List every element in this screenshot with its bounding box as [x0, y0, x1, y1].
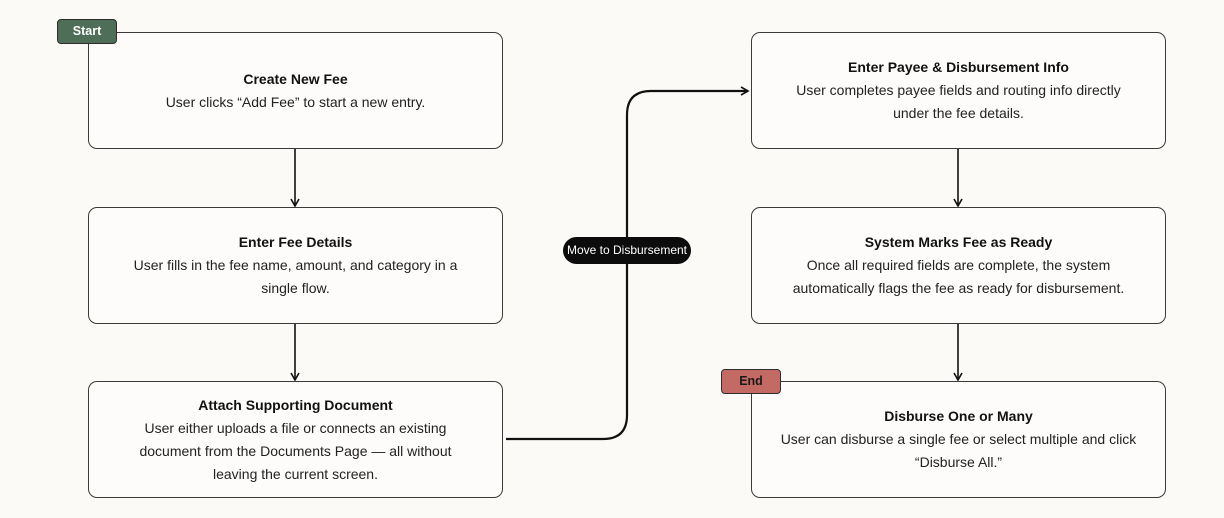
end-tag: End: [721, 369, 781, 394]
step-enter-fee-details: Enter Fee Details User fills in the fee …: [88, 207, 503, 324]
step-title: Enter Fee Details: [238, 234, 353, 250]
step-enter-payee-info: Enter Payee & Disbursement Info User com…: [751, 32, 1166, 149]
step-description: User either uploads a file or connects a…: [139, 419, 452, 482]
arrow-attach-to-payee: [506, 86, 750, 441]
step-description: Once all required fields are complete, t…: [792, 257, 1125, 296]
step-disburse-one-or-many: Disburse One or Many User can disburse a…: [751, 381, 1166, 498]
step-description: User fills in the fee name, amount, and …: [133, 257, 458, 296]
step-title: System Marks Fee as Ready: [864, 234, 1053, 250]
step-create-new-fee: Create New Fee User clicks “Add Fee” to …: [88, 32, 503, 149]
step-description: User can disburse a single fee or select…: [780, 431, 1137, 470]
step-system-marks-ready: System Marks Fee as Ready Once all requi…: [751, 207, 1166, 324]
step-title: Disburse One or Many: [884, 408, 1033, 424]
step-title: Create New Fee: [243, 70, 348, 87]
step-title: Attach Supporting Document: [198, 396, 393, 413]
start-tag: Start: [57, 19, 117, 44]
step-attach-supporting-document: Attach Supporting Document User either u…: [88, 381, 503, 498]
connector-label: Move to Disbursement: [563, 237, 691, 264]
step-description: User completes payee fields and routing …: [796, 82, 1121, 121]
step-description: User clicks “Add Fee” to start a new ent…: [165, 93, 426, 110]
step-title: Enter Payee & Disbursement Info: [848, 59, 1069, 75]
